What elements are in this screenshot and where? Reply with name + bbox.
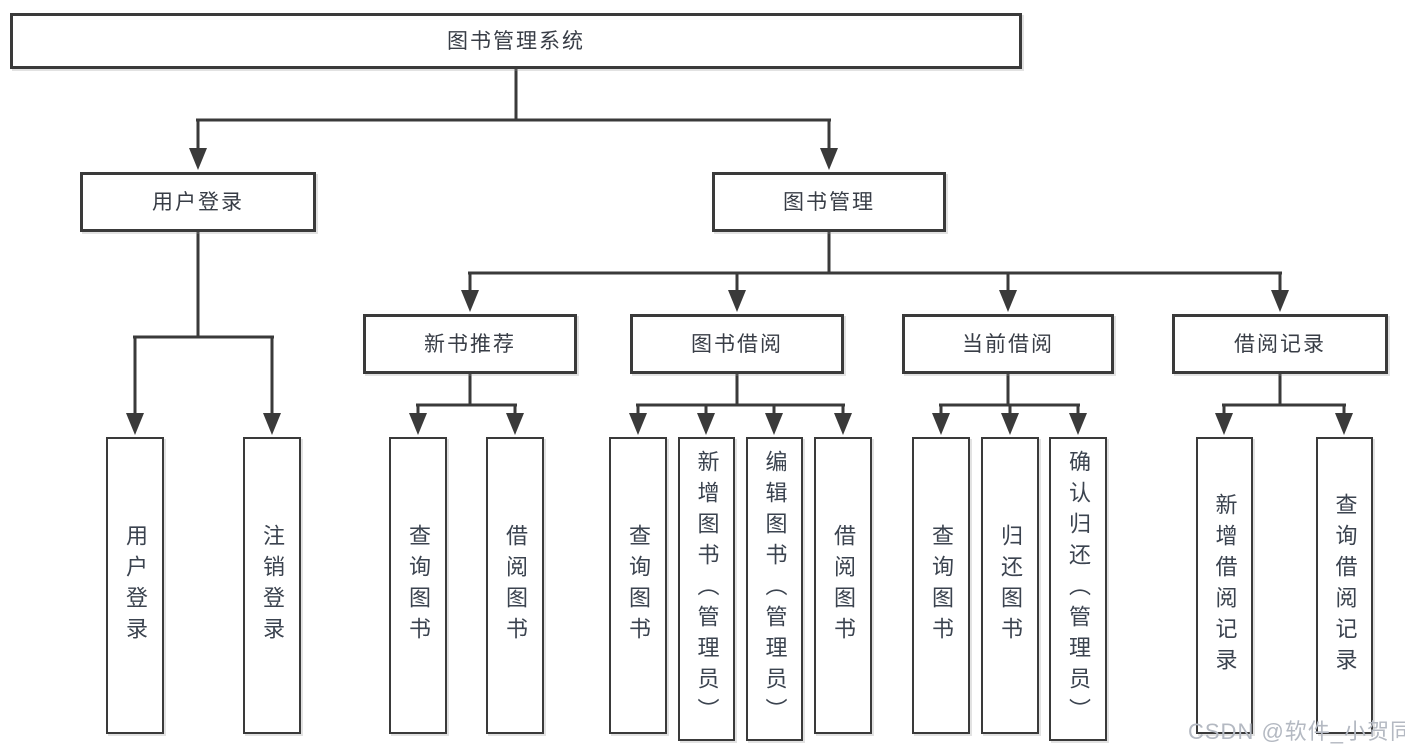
node-label: 图书管理 [783, 190, 875, 214]
node-book-borrowing: 图书借阅 [630, 314, 844, 374]
node-label: 用户登录 [123, 523, 148, 648]
leaf-query-books-3: 查询图书 [912, 437, 970, 734]
leaf-query-borrow-record: 查询借阅记录 [1316, 437, 1373, 734]
edges-borrow-records-children [1215, 374, 1353, 435]
node-borrowing-records: 借阅记录 [1172, 314, 1388, 374]
node-current-borrowing: 当前借阅 [902, 314, 1114, 374]
node-label: 借阅图书 [831, 523, 856, 648]
leaf-query-books-2: 查询图书 [609, 437, 667, 734]
leaf-add-borrow-record: 新增借阅记录 [1196, 437, 1253, 734]
node-label: 新增图书（管理员） [694, 449, 720, 729]
node-label: 新书推荐 [424, 332, 516, 356]
node-book-management: 图书管理 [712, 172, 946, 232]
node-label: 编辑图书（管理员） [762, 449, 788, 729]
node-user-login: 用户登录 [80, 172, 316, 232]
node-label: 图书管理系统 [447, 29, 585, 53]
edges-user-login-children [126, 232, 281, 435]
leaf-borrow-books-2: 借阅图书 [814, 437, 872, 734]
leaf-query-books-1: 查询图书 [389, 437, 447, 734]
node-label: 借阅记录 [1234, 332, 1326, 356]
node-label: 查询图书 [406, 523, 431, 648]
node-label: 归还图书 [998, 523, 1023, 648]
node-label: 借阅图书 [503, 523, 528, 648]
node-root-system: 图书管理系统 [10, 13, 1022, 69]
node-label: 查询图书 [929, 523, 954, 648]
edges-book-borrow-children [629, 374, 852, 435]
leaf-confirm-return-admin: 确认归还（管理员） [1049, 437, 1107, 741]
leaf-return-books: 归还图书 [981, 437, 1039, 734]
node-label: 注销登录 [260, 523, 285, 648]
edges-book-mgmt-to-level2 [461, 232, 1289, 312]
node-label: 用户登录 [152, 190, 244, 214]
node-label: 新增借阅记录 [1212, 492, 1238, 679]
leaf-logout: 注销登录 [243, 437, 301, 734]
edges-new-books-children [409, 374, 524, 435]
edges-current-borrow-children [932, 374, 1087, 435]
leaf-borrow-books-1: 借阅图书 [486, 437, 544, 734]
node-new-book-recommend: 新书推荐 [363, 314, 577, 374]
node-label: 当前借阅 [962, 332, 1054, 356]
node-label: 查询借阅记录 [1332, 492, 1358, 679]
node-label: 确认归还（管理员） [1066, 449, 1091, 729]
node-label: 查询图书 [626, 523, 651, 648]
edges-root-to-level1 [189, 69, 838, 170]
leaf-add-books-admin: 新增图书（管理员） [678, 437, 735, 741]
csdn-watermark: CSDN @软件_小贺同学 [1188, 719, 1405, 744]
leaf-user-login: 用户登录 [106, 437, 164, 734]
node-label: 图书借阅 [691, 332, 783, 356]
leaf-edit-books-admin: 编辑图书（管理员） [746, 437, 803, 741]
